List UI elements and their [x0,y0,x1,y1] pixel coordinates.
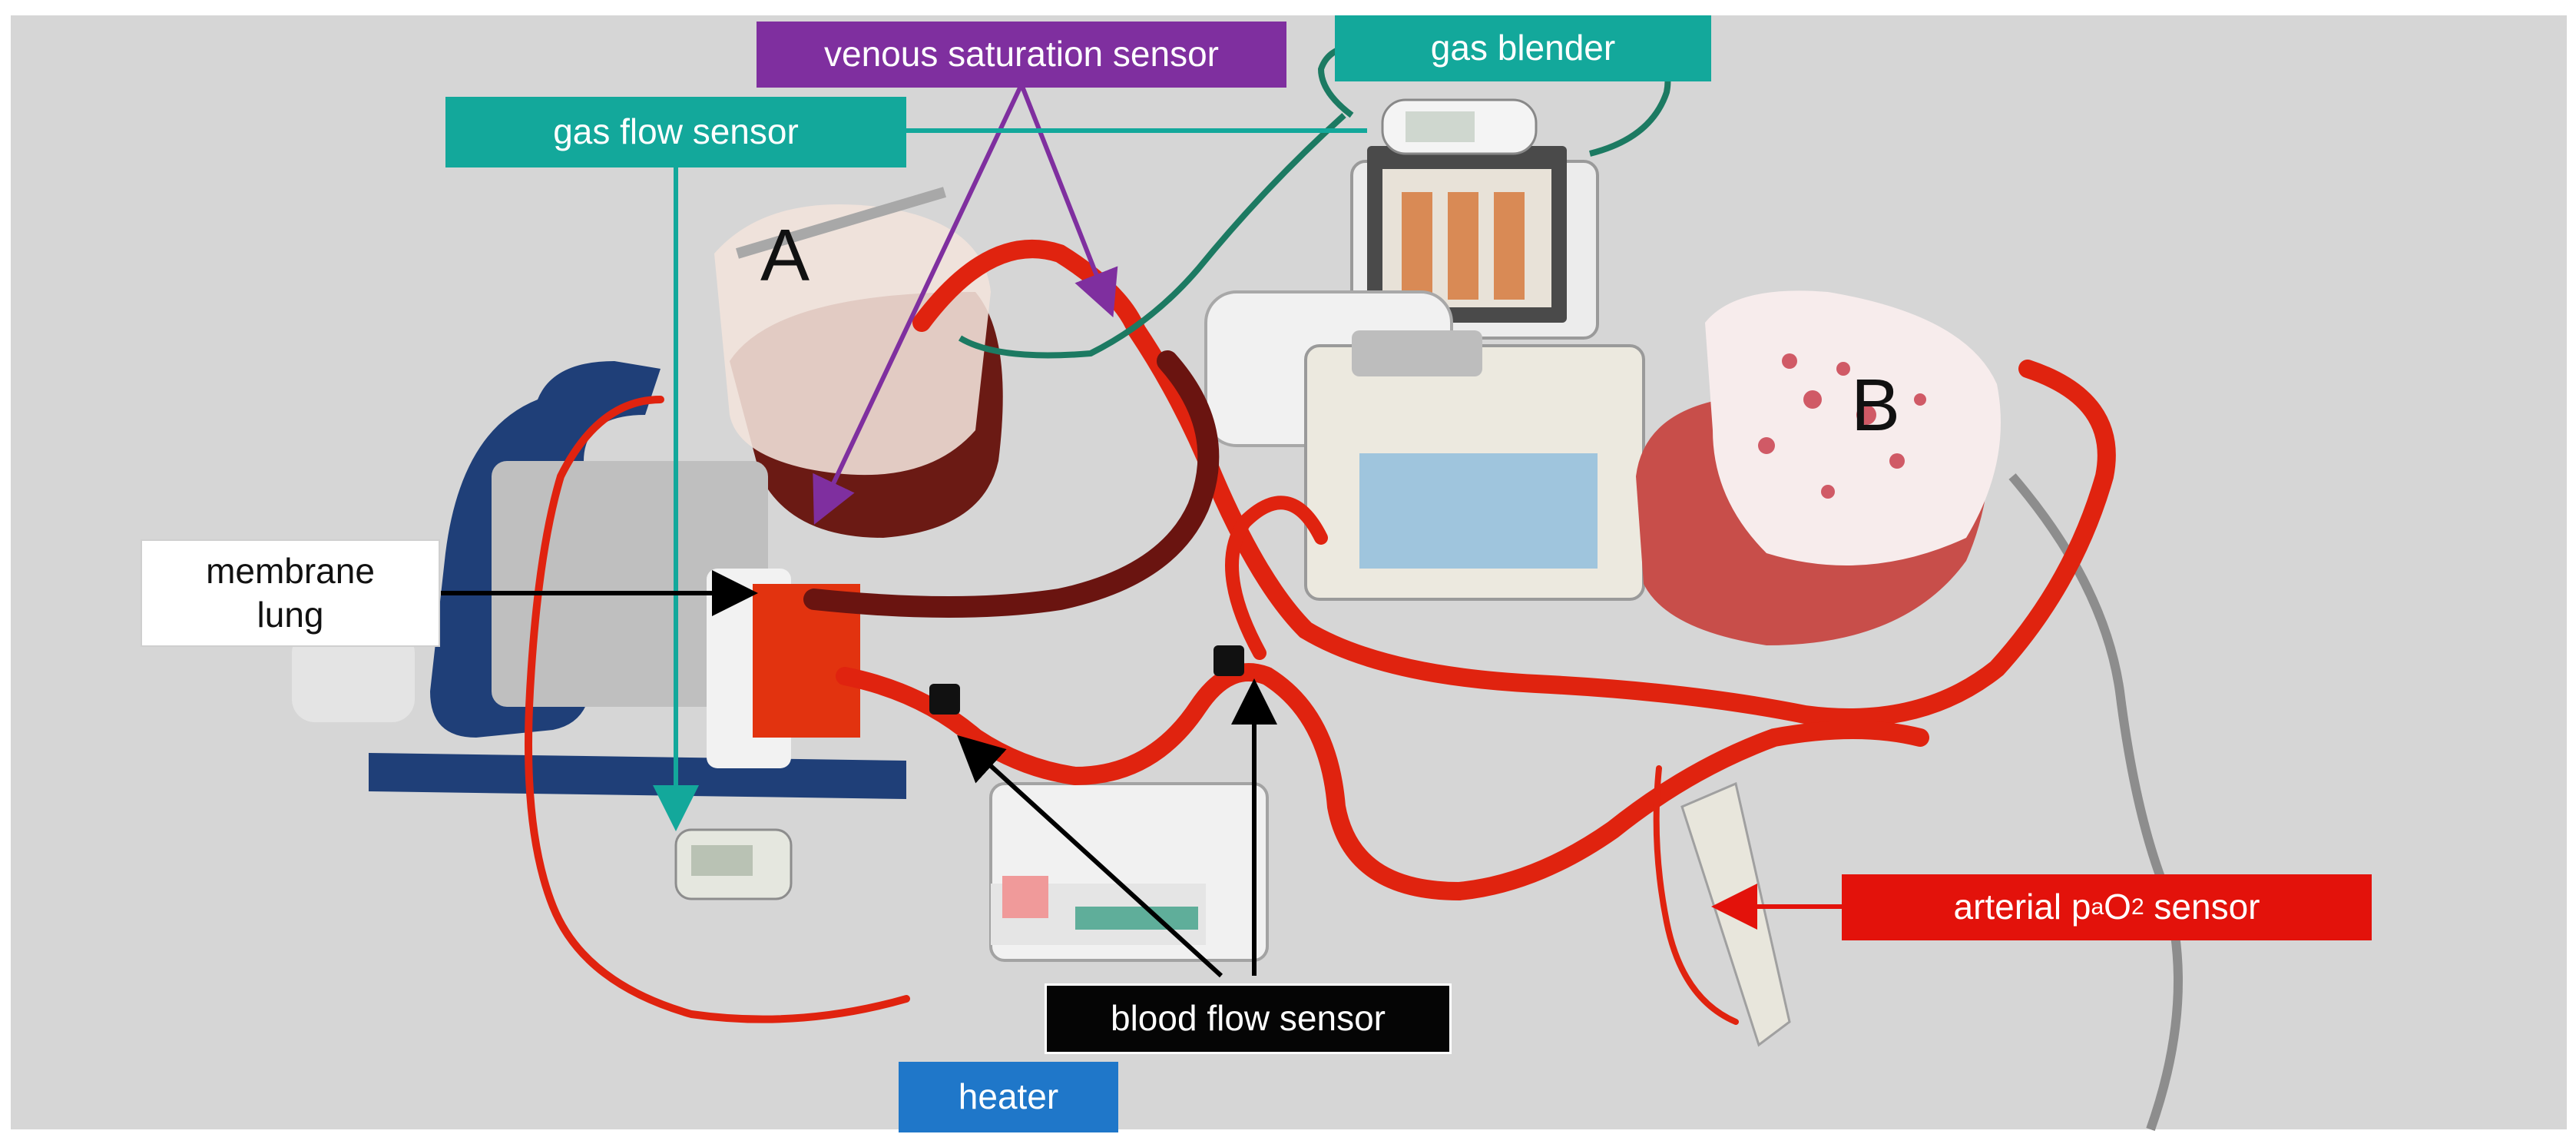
blood-flow-arrow-left [957,734,1223,978]
venous-tubing [803,350,1220,618]
gas-flow-sensor-label: gas flow sensor [445,97,906,167]
membrane-lung-label-line1: membrane [206,550,375,591]
gas-flow-sensor-device [674,828,793,900]
blood-flow-sensor-label: blood flow sensor [1045,983,1452,1054]
gray-cable [2008,473,2183,1131]
arterial-label-o: O [2104,887,2131,927]
arterial-label-suffix: sensor [2144,887,2260,927]
annotation-arrows [441,83,1842,978]
reservoir-b [1636,290,2001,645]
membrane-lung-label-line2: lung [257,595,324,635]
venous-arrow-right [1019,83,1118,318]
heater-label: heater [899,1062,1118,1132]
arterial-label-sub-2: 2 [2131,894,2144,920]
membrane-lung-label: membrane lung [141,539,440,647]
venous-saturation-sensor-label: venous saturation sensor [757,22,1286,88]
circuit-tubing [525,240,2116,1025]
panel-letter-b: B [1851,364,1901,446]
arterial-label-sub-a: a [2091,894,2104,920]
monitor-device [1204,290,1645,601]
gas-blender-label: gas blender [1335,15,1711,81]
venous-arrow-left [813,83,1024,525]
heater-device [989,782,1269,962]
blood-flow-sensor-clips [929,645,1244,715]
panel-letter-a: A [760,214,810,297]
arterial-label-prefix: arterial p [1953,887,2091,927]
